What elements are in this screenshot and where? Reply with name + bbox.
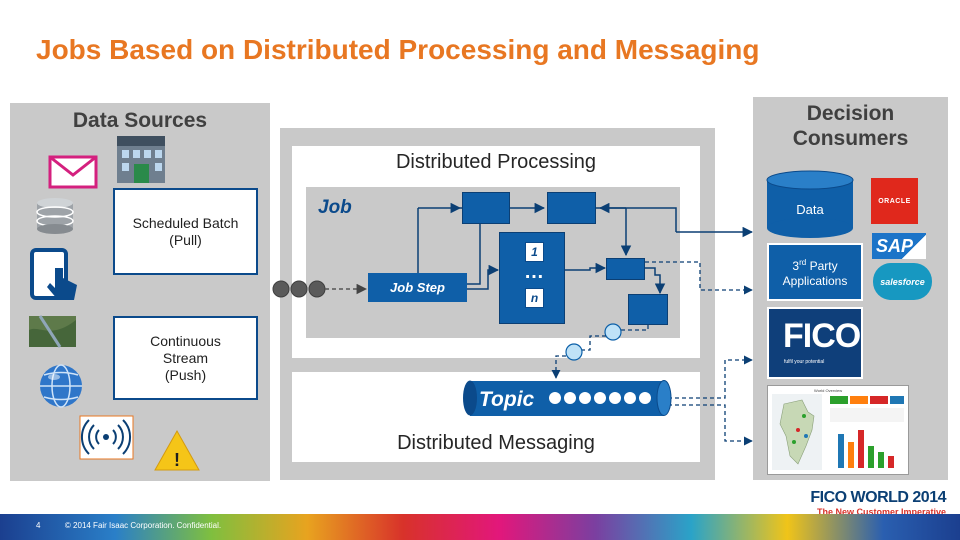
dashboard-chart: [772, 394, 904, 470]
dashed-message-1: [582, 335, 606, 351]
continuous-stream-box: Continuous Stream (Push): [113, 316, 258, 400]
tablet-touch-icon: [30, 248, 77, 300]
third-party-sup: rd: [799, 258, 807, 267]
task-box-4: [628, 294, 668, 325]
input-stream-circles: [272, 280, 326, 298]
oracle-logo-text: ORACLE: [878, 197, 911, 205]
dashed-topic-to-fico: [668, 355, 753, 399]
copyright-text: © 2014 Fair Isaac Corporation. Confident…: [64, 521, 222, 530]
data-sources-heading: Data Sources: [72, 109, 208, 132]
scheduled-batch-box: Scheduled Batch (Pull): [113, 188, 258, 275]
parallel-first: 1: [525, 242, 544, 262]
data-source-icons: !: [29, 136, 200, 471]
connector-box3-to-box4: [645, 267, 666, 295]
dashboard-thumbnail: World Overview: [767, 385, 909, 475]
connector-parallel-to-box3: [565, 262, 607, 274]
dashed-to-third-party: [645, 261, 753, 295]
topic-cylinder: [463, 380, 672, 416]
task-box-3: [606, 258, 645, 280]
data-store-icon: [766, 170, 854, 238]
dashed-to-topic: [551, 355, 566, 379]
data-store-label: Data: [796, 202, 824, 217]
footer-text: 4 © 2014 Fair Isaac Corporation. Confide…: [36, 521, 221, 530]
building-icon: [117, 136, 165, 183]
task-box-2: [547, 192, 596, 224]
dashed-box4-down: [618, 325, 649, 331]
distributed-messaging-label: Distributed Messaging: [397, 432, 595, 454]
satellite-image-icon: [29, 315, 76, 348]
salesforce-logo-text: salesforce: [880, 276, 925, 287]
decision-consumers-heading: Decision Consumers: [792, 102, 909, 150]
database-icon: [36, 198, 74, 234]
footer-bar: [0, 514, 960, 540]
mail-icon: [48, 155, 98, 189]
dashed-topic-to-dashboard: [668, 404, 753, 446]
globe-icon: [40, 364, 82, 408]
connector-loop-back: [598, 202, 677, 232]
task-box-1: [462, 192, 510, 224]
fico-logo-box: FICO fulfil your potential: [767, 307, 863, 379]
third-party-label: Party Applications: [782, 259, 848, 288]
warning-symbol: !: [174, 450, 180, 470]
distributed-processing-label: Distributed Processing: [395, 151, 597, 173]
message-circle-1: [604, 323, 622, 341]
brand-line-1: FICO WORLD 2014: [810, 489, 946, 506]
processing-flow: Topic: [272, 202, 754, 446]
slide-title: Jobs Based on Distributed Processing and…: [36, 34, 760, 65]
page-number: 4: [36, 521, 41, 530]
third-party-number: 3: [792, 259, 800, 273]
oracle-logo: ORACLE: [871, 178, 918, 224]
sap-logo: SAP: [872, 233, 926, 259]
warning-icon: [154, 429, 200, 471]
job-step-box: Job Step: [368, 273, 467, 302]
third-party-applications: 3rd Party Applications: [767, 243, 863, 301]
parallel-dots: …: [524, 261, 544, 283]
fico-world-brand: FICO WORLD 2014 The New Customer Imperat…: [810, 489, 946, 517]
radio-signal-icon: [79, 415, 134, 460]
fico-logo-tagline: fulfil your potential: [784, 359, 825, 365]
fico-logo-text: FICO: [783, 317, 861, 355]
connector-to-parallel: [467, 264, 500, 290]
topic-label: Topic: [479, 388, 535, 411]
parallel-last: n: [525, 288, 544, 308]
salesforce-logo: salesforce: [873, 263, 932, 300]
message-circle-2: [565, 343, 583, 361]
job-title: Job: [318, 197, 352, 218]
sap-logo-text: SAP: [876, 235, 914, 256]
brand-line-2: The New Customer Imperative: [816, 507, 946, 517]
dashboard-title: World Overview: [814, 388, 843, 393]
